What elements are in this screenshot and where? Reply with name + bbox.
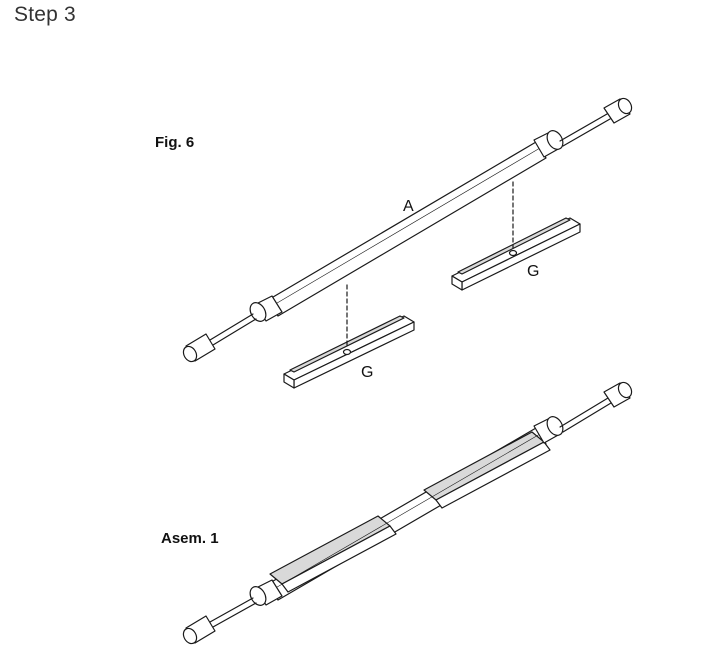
mounting-clip-back — [451, 217, 581, 291]
fig6-label: Fig. 6 — [155, 134, 195, 151]
fig6-diagram — [182, 97, 633, 389]
light-strip-a — [182, 97, 633, 363]
step-title: Step 3 — [14, 3, 76, 26]
assembly-label: Asem. 1 — [161, 530, 219, 547]
clip-g-label-front: G — [361, 364, 373, 381]
mounting-clip-front — [283, 315, 415, 389]
part-a-label: A — [403, 198, 414, 215]
clip-g-label-back: G — [527, 263, 539, 280]
assembly-1-diagram — [182, 381, 633, 645]
